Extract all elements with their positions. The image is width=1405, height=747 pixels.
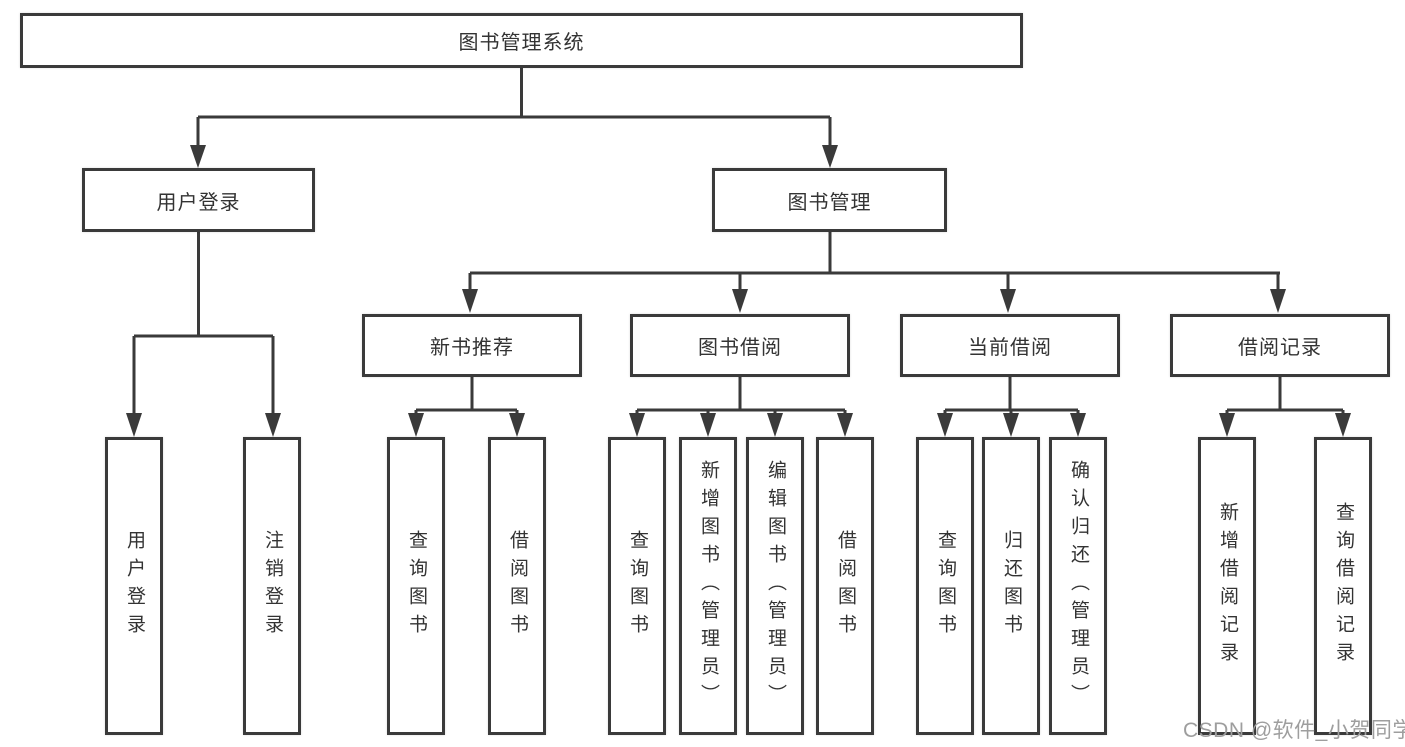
- node-library-management-system: 图书管理系统: [20, 13, 1023, 68]
- leaf-user-login: 用户登录: [105, 437, 163, 735]
- leaf-query-borrow-record: 查询借阅记录: [1314, 437, 1372, 735]
- csdn-watermark: CSDN @软件_小贺同学: [1183, 719, 1405, 742]
- node-book-borrowing: 图书借阅: [630, 314, 850, 377]
- leaf-borrow-books: 借阅图书: [816, 437, 874, 735]
- node-new-book-recommend: 新书推荐: [362, 314, 582, 377]
- leaf-confirm-return-admin: 确认归还（管理员）: [1049, 437, 1107, 735]
- leaf-return-books: 归还图书: [982, 437, 1040, 735]
- node-current-borrowing: 当前借阅: [900, 314, 1120, 377]
- leaf-query-books-current: 查询图书: [916, 437, 974, 735]
- leaf-query-books-recommend: 查询图书: [387, 437, 445, 735]
- leaf-query-books-borrow: 查询图书: [608, 437, 666, 735]
- leaf-logout: 注销登录: [243, 437, 301, 735]
- node-book-management-branch: 图书管理: [712, 168, 947, 232]
- leaf-add-borrow-record: 新增借阅记录: [1198, 437, 1256, 735]
- leaf-borrow-books-recommend: 借阅图书: [488, 437, 546, 735]
- node-borrow-records: 借阅记录: [1170, 314, 1390, 377]
- leaf-edit-books-admin: 编辑图书（管理员）: [746, 437, 804, 735]
- node-user-login-branch: 用户登录: [82, 168, 315, 232]
- leaf-add-books-admin: 新增图书（管理员）: [679, 437, 737, 735]
